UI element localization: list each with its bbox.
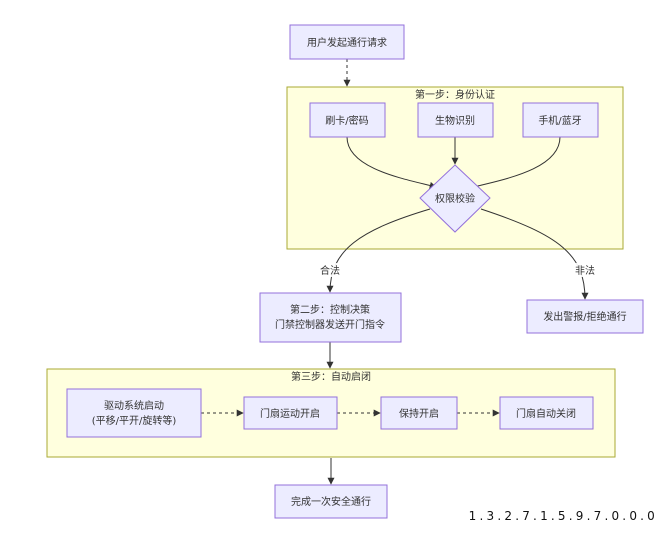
- node-phone[interactable]: 手机/蓝牙: [522, 102, 599, 138]
- node-drive[interactable]: 驱动系统启动 (平移/平开/旋转等): [66, 388, 202, 438]
- version-watermark: 1.3.2.7.1.5.9.7.0.0.0: [469, 509, 658, 523]
- edge-check-to-alarm: [480, 208, 589, 300]
- svg-text:非法: 非法: [575, 264, 595, 277]
- svg-text:生物识别: 生物识别: [435, 114, 475, 127]
- svg-text:合法: 合法: [320, 264, 340, 277]
- node-alarm[interactable]: 发出警报/拒绝通行: [526, 299, 644, 334]
- svg-text:保持开启: 保持开启: [399, 407, 439, 420]
- edge-phone-to-check: [473, 136, 561, 188]
- node-check-diamond[interactable]: 权限校验: [419, 164, 491, 233]
- svg-text:门禁控制器发送开门指令: 门禁控制器发送开门指令: [275, 318, 385, 331]
- node-card[interactable]: 刷卡/密码: [309, 102, 386, 138]
- svg-text:用户发起通行请求: 用户发起通行请求: [307, 36, 387, 49]
- svg-text:权限校验: 权限校验: [435, 192, 475, 205]
- svg-text:刷卡/密码: 刷卡/密码: [325, 114, 368, 127]
- node-done[interactable]: 完成一次安全通行: [274, 484, 388, 519]
- edge-card-to-check: [346, 136, 437, 189]
- edges: [201, 59, 589, 485]
- edge-label-legal: 合法: [316, 263, 344, 277]
- node-hold[interactable]: 保持开启: [380, 396, 458, 430]
- node-open[interactable]: 门扇运动开启: [243, 396, 338, 430]
- node-start[interactable]: 用户发起通行请求: [289, 24, 405, 60]
- node-close[interactable]: 门扇自动关闭: [499, 396, 594, 430]
- svg-text:门扇自动关闭: 门扇自动关闭: [516, 407, 576, 420]
- node-step2[interactable]: 第二步：控制决策 门禁控制器发送开门指令: [259, 292, 402, 343]
- edge-check-to-step2: [326, 208, 431, 293]
- svg-text:完成一次安全通行: 完成一次安全通行: [291, 495, 371, 508]
- svg-text:第二步：控制决策: 第二步：控制决策: [290, 303, 370, 316]
- edge-label-illegal: 非法: [571, 263, 599, 277]
- svg-text:发出警报/拒绝通行: 发出警报/拒绝通行: [543, 310, 626, 323]
- svg-text:(平移/平开/旋转等): (平移/平开/旋转等): [92, 414, 177, 427]
- svg-text:门扇运动开启: 门扇运动开启: [260, 407, 320, 420]
- node-bio[interactable]: 生物识别: [417, 102, 494, 138]
- svg-text:驱动系统启动: 驱动系统启动: [104, 399, 164, 412]
- cluster-step1-title: 第一步：身份认证: [415, 88, 495, 101]
- cluster-step3-title: 第三步：自动启闭: [291, 370, 371, 383]
- svg-text:手机/蓝牙: 手机/蓝牙: [538, 114, 581, 127]
